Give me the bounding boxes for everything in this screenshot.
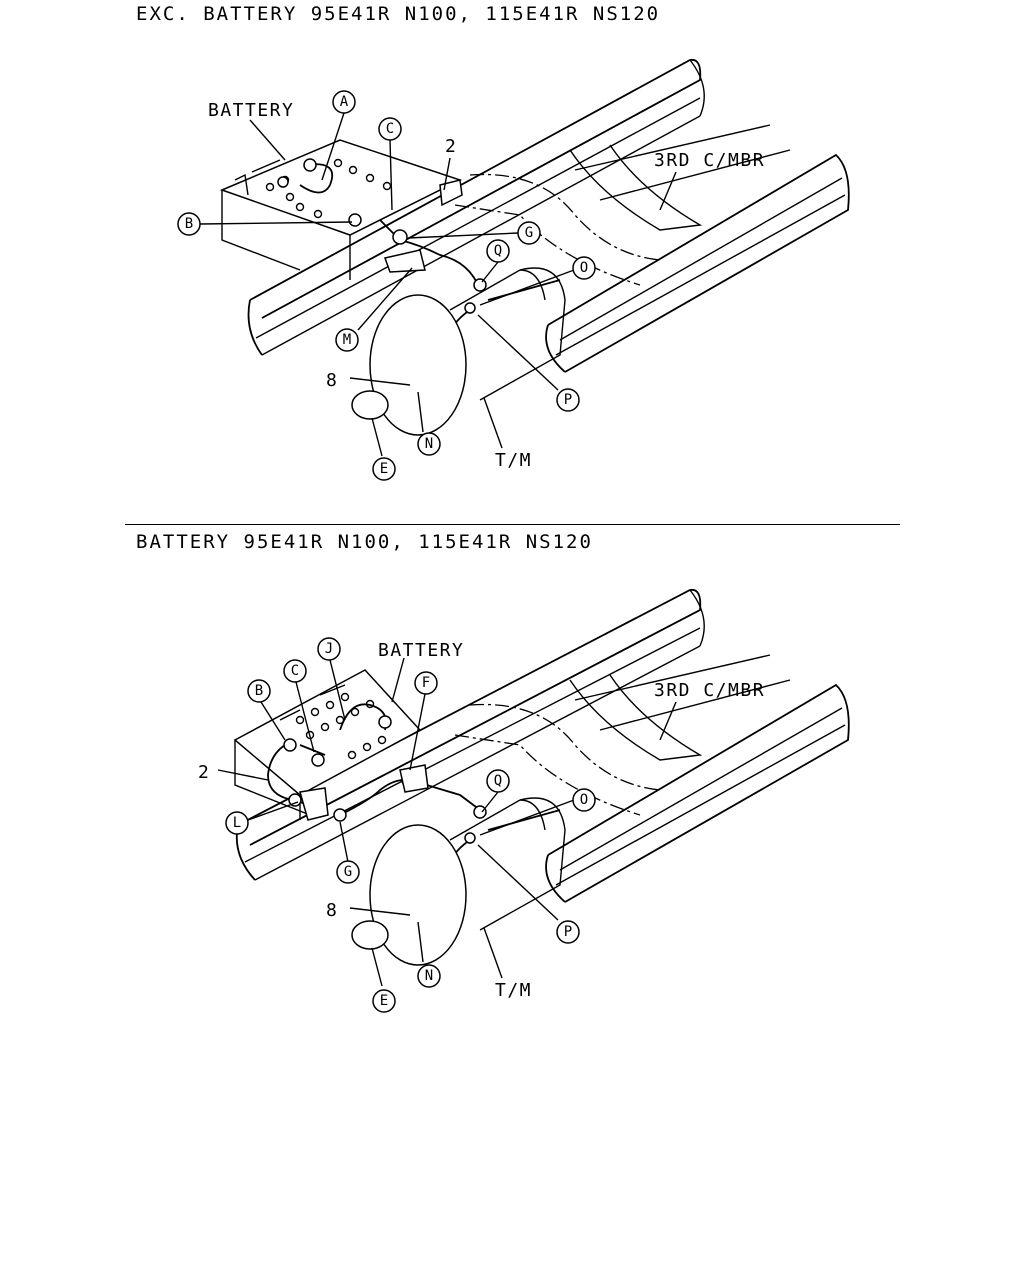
svg-text:E: E: [380, 461, 388, 477]
callout-m: M: [335, 328, 359, 352]
section-heading: BATTERY 95E41R N100, 115E41R NS120: [136, 531, 593, 553]
svg-text:G: G: [525, 225, 533, 241]
callout-p: P: [556, 388, 580, 412]
svg-text:F: F: [422, 675, 430, 691]
svg-text:J: J: [325, 641, 333, 657]
svg-text:A: A: [340, 94, 349, 110]
transmission-label: T/M: [495, 450, 532, 471]
transmission-label: T/M: [495, 980, 532, 1001]
crossmember-label: 3RD C/MBR: [654, 150, 765, 171]
frame-rail-upper: [247, 58, 705, 356]
battery-label: BATTERY: [208, 100, 294, 121]
callout-n: N: [417, 964, 441, 988]
svg-text:C: C: [386, 121, 394, 137]
svg-text:L: L: [233, 815, 241, 831]
callout-f: F: [414, 671, 438, 695]
exc-battery-cable-diagram: BATTERY 3RD C/MBR T/M 2 8 A B C G Q O M …: [177, 58, 850, 481]
third-crossmember: [454, 124, 791, 286]
svg-text:G: G: [344, 864, 352, 880]
svg-text:Q: Q: [494, 773, 502, 789]
svg-text:O: O: [580, 260, 588, 276]
battery-label: BATTERY: [378, 640, 464, 661]
callout-l: L: [225, 811, 249, 835]
starter-motor: [351, 797, 566, 966]
svg-text:B: B: [185, 216, 193, 232]
section-heading: EXC. BATTERY 95E41R N100, 115E41R NS120: [136, 3, 661, 25]
part-number-2: 2: [198, 762, 210, 783]
svg-text:P: P: [564, 924, 572, 940]
svg-text:N: N: [425, 968, 433, 984]
callout-c: C: [378, 117, 402, 141]
callout-p: P: [556, 920, 580, 944]
battery-box: [233, 669, 422, 820]
leader-lines: [217, 657, 677, 987]
part-number-8: 8: [326, 900, 338, 921]
callout-b: B: [247, 679, 271, 703]
callout-g: G: [336, 860, 360, 884]
section-divider: [125, 524, 900, 525]
battery-cable-diagram: BATTERY 3RD C/MBR T/M 2 8 J B C F Q O L …: [198, 588, 850, 1013]
callout-o: O: [572, 256, 596, 280]
battery-box: [219, 139, 462, 280]
svg-text:M: M: [343, 332, 351, 348]
crossmember-label: 3RD C/MBR: [654, 680, 765, 701]
svg-text:Q: Q: [494, 243, 502, 259]
callout-e: E: [372, 989, 396, 1013]
callout-o: O: [572, 788, 596, 812]
part-number-2: 2: [445, 136, 457, 157]
svg-text:E: E: [380, 993, 388, 1009]
svg-text:C: C: [291, 663, 299, 679]
callout-g: G: [517, 221, 541, 245]
part-number-8: 8: [326, 370, 338, 391]
frame-rail-lower: [545, 153, 850, 373]
callout-b: B: [177, 212, 201, 236]
svg-text:P: P: [564, 392, 572, 408]
callout-j: J: [317, 637, 341, 661]
frame-rail-upper: [235, 588, 705, 881]
callout-a: A: [332, 90, 356, 114]
callout-e: E: [372, 457, 396, 481]
leader-lines: [199, 112, 677, 457]
starter-motor: [351, 267, 566, 436]
svg-text:B: B: [255, 683, 263, 699]
frame-rail-lower: [545, 683, 850, 903]
svg-text:N: N: [425, 436, 433, 452]
callout-c: C: [283, 659, 307, 683]
callout-q: Q: [486, 239, 510, 263]
callout-n: N: [417, 432, 441, 456]
third-crossmember: [454, 654, 791, 816]
svg-text:O: O: [580, 792, 588, 808]
callout-q: Q: [486, 769, 510, 793]
